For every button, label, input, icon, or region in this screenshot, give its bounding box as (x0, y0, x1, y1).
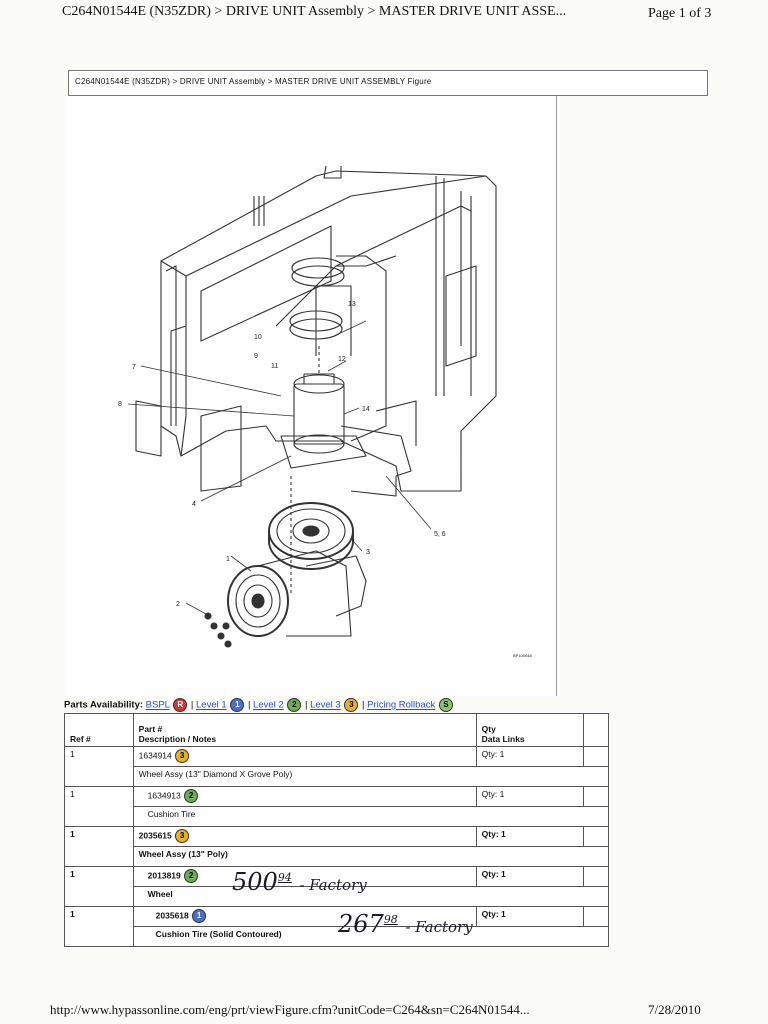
breadcrumb: C264N01544E (N35ZDR) > DRIVE UNIT Assemb… (68, 70, 708, 96)
availability-label: Parts Availability: (64, 699, 144, 711)
part-number[interactable]: 2013819 (147, 870, 181, 881)
level-3-badge-icon: 3 (175, 829, 190, 843)
handwritten-text: - Factory (405, 918, 473, 936)
link-level-2[interactable]: Level 2 (253, 699, 284, 711)
link-pricing-rollback[interactable]: Pricing Rollback (367, 699, 436, 711)
qty-cell: Qty: 1 (475, 826, 584, 847)
handwritten-amount: 500 (232, 868, 278, 896)
drive-unit-exploded-diagram: 1 2 3 4 5, 6 7 8 9 10 11 12 13 14 (118, 165, 497, 648)
print-footer: http://www.hypassonline.com/eng/prt/view… (50, 1002, 750, 1020)
part-number[interactable]: 2035615 (138, 830, 172, 841)
ref-cell: 1 (64, 826, 134, 867)
callout-10: 10 (254, 334, 262, 341)
level-2-badge-icon: 2 (184, 869, 199, 883)
bspl-badge-icon: R (173, 698, 188, 712)
handwritten-price-note-2: 26798 - Factory (338, 910, 473, 938)
table-row: 1 2035618 1 Qty: 1 (64, 906, 610, 947)
table-row: 1 1634913 2 Qty: 1 (64, 786, 610, 827)
separator: | (304, 699, 308, 711)
callout-2: 2 (176, 601, 180, 608)
ref-cell: 1 (64, 866, 134, 907)
description-cell: Wheel Assy (13" Diamond X Grove Poly) (132, 766, 610, 787)
table-row: 1 2035615 3 Qty: 1 (64, 826, 610, 867)
part-cell: 1634913 2 (132, 786, 477, 807)
empty-cell (582, 906, 610, 927)
empty-cell (582, 826, 610, 847)
qty-cell: Qty: 1 (475, 746, 584, 767)
qty-cell: Qty: 1 (475, 786, 584, 807)
footer-url: http://www.hypassonline.com/eng/prt/view… (50, 1002, 530, 1017)
part-cell: 2035615 3 (132, 826, 477, 847)
parts-table: Ref # Part # Description / Notes Qty Dat… (64, 713, 610, 947)
print-header: C264N01544E (N35ZDR) > DRIVE UNIT Assemb… (0, 4, 768, 28)
level-2-badge-icon: 2 (287, 698, 302, 712)
link-level-1[interactable]: Level 1 (196, 699, 227, 711)
parts-availability: Parts Availability: BSPL R | Level 1 1 |… (64, 698, 584, 714)
description-cell: Cushion Tire (Solid Contoured) (132, 926, 610, 947)
breadcrumb-text: C264N01544E (N35ZDR) > DRIVE UNIT Assemb… (75, 77, 432, 86)
header-extra (582, 713, 610, 747)
callout-14: 14 (362, 406, 370, 413)
handwritten-text: - Factory (299, 876, 367, 894)
table-row-description: Wheel Assy (13" Poly) (65, 846, 610, 867)
callout-13: 13 (348, 301, 356, 308)
description-cell: Cushion Tire (132, 806, 610, 827)
ref-cell: 1 (64, 786, 134, 827)
level-3-badge-icon: 3 (344, 698, 359, 712)
table-row-description: Wheel Assy (13" Diamond X Grove Poly) (65, 766, 610, 787)
ref-cell: 1 (64, 746, 134, 787)
callout-5-6: 5, 6 (434, 531, 446, 538)
header-ref: Ref # (64, 713, 134, 747)
separator: | (247, 699, 251, 711)
table-row-description: Cushion Tire (65, 806, 610, 827)
level-2-badge-icon: 2 (184, 789, 199, 803)
handwritten-price-note-1: 50094 - Factory (232, 868, 367, 896)
table-row-description: Cushion Tire (Solid Contoured) (65, 926, 610, 947)
part-number[interactable]: 2035618 (155, 910, 189, 921)
header-part-number: Part # (138, 724, 163, 734)
separator: | (190, 699, 194, 711)
link-level-3[interactable]: Level 3 (310, 699, 341, 711)
level-1-badge-icon: 1 (230, 698, 245, 712)
table-row: 1 1634914 3 Qty: 1 (64, 746, 610, 787)
handwritten-amount: 267 (338, 910, 384, 938)
header-qty: Qty Data Links (475, 713, 584, 747)
empty-cell (582, 746, 610, 767)
empty-cell (582, 866, 610, 887)
part-cell: 1634914 3 (132, 746, 477, 767)
empty-cell (582, 786, 610, 807)
description-cell: Wheel Assy (13" Poly) (132, 846, 610, 867)
callout-4: 4 (192, 501, 196, 508)
level-1-badge-icon: 1 (192, 909, 207, 923)
qty-cell: Qty: 1 (475, 906, 584, 927)
handwritten-cents: 94 (277, 871, 292, 884)
separator: | (362, 699, 365, 711)
header-description: Description / Notes (138, 734, 217, 744)
header-qty-label: Qty (481, 724, 496, 734)
callout-11: 11 (271, 363, 278, 370)
callout-9: 9 (254, 353, 258, 360)
callout-8: 8 (118, 401, 122, 408)
figure-code: BP100048 (513, 653, 532, 658)
link-bspl[interactable]: BSPL (145, 699, 170, 711)
callout-3: 3 (366, 549, 370, 556)
page-number: Page 1 of 3 (648, 6, 712, 21)
qty-cell: Qty: 1 (475, 866, 584, 887)
pricing-rollback-badge-icon: S (438, 698, 453, 712)
level-3-badge-icon: 3 (175, 749, 190, 763)
description-cell: Wheel (132, 886, 610, 907)
figure-panel: 1 2 3 4 5, 6 7 8 9 10 11 12 13 14 BP1000… (66, 96, 557, 696)
header-part: Part # Description / Notes (132, 713, 477, 747)
callout-12: 12 (338, 356, 346, 363)
part-number[interactable]: 1634914 (138, 750, 172, 761)
ref-cell: 1 (64, 906, 134, 947)
footer-date: 7/28/2010 (648, 1002, 701, 1017)
handwritten-cents: 98 (383, 913, 398, 926)
callout-1: 1 (226, 556, 230, 563)
table-header-row: Ref # Part # Description / Notes Qty Dat… (64, 713, 610, 747)
print-header-title: C264N01544E (N35ZDR) > DRIVE UNIT Assemb… (62, 4, 567, 19)
part-number[interactable]: 1634913 (147, 790, 181, 801)
callout-7: 7 (132, 364, 136, 371)
header-data-links: Data Links (481, 734, 525, 744)
